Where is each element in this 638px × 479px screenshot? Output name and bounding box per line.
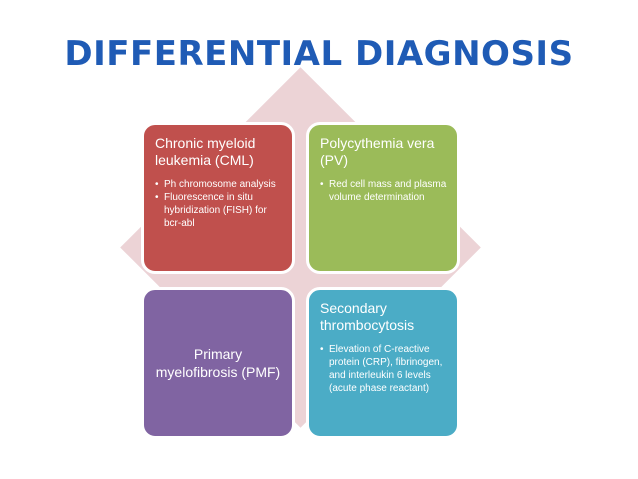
bullet-list: Red cell mass and plasma volume determin… <box>320 178 449 204</box>
bullet-item: Elevation of C-reactive protein (CRP), f… <box>320 343 449 395</box>
page-title: DIFFERENTIAL DIAGNOSIS <box>64 34 574 74</box>
box-heading: Primary myelofibrosis (PMF) <box>155 346 281 380</box>
box-polycythemia-vera: Polycythemia vera (PV) Red cell mass and… <box>306 122 460 274</box>
box-chronic-myeloid-leukemia: Chronic myeloid leukemia (CML) Ph chromo… <box>141 122 295 274</box>
bullet-item: Ph chromosome analysis <box>155 178 284 191</box>
box-primary-myelofibrosis: Primary myelofibrosis (PMF) <box>141 287 295 439</box>
bullet-item: Red cell mass and plasma volume determin… <box>320 178 449 204</box>
bullet-list: Ph chromosome analysis Fluorescence in s… <box>155 178 284 230</box>
bullet-list: Elevation of C-reactive protein (CRP), f… <box>320 343 449 395</box>
box-heading: Polycythemia vera (PV) <box>320 135 435 168</box>
bullet-item: Fluorescence in situ hybridization (FISH… <box>155 191 284 230</box>
box-heading: Chronic myeloid leukemia (CML) <box>155 135 256 168</box>
box-secondary-thrombocytosis: Secondary thrombocytosis Elevation of C-… <box>306 287 460 439</box>
box-heading: Secondary thrombocytosis <box>320 300 415 333</box>
